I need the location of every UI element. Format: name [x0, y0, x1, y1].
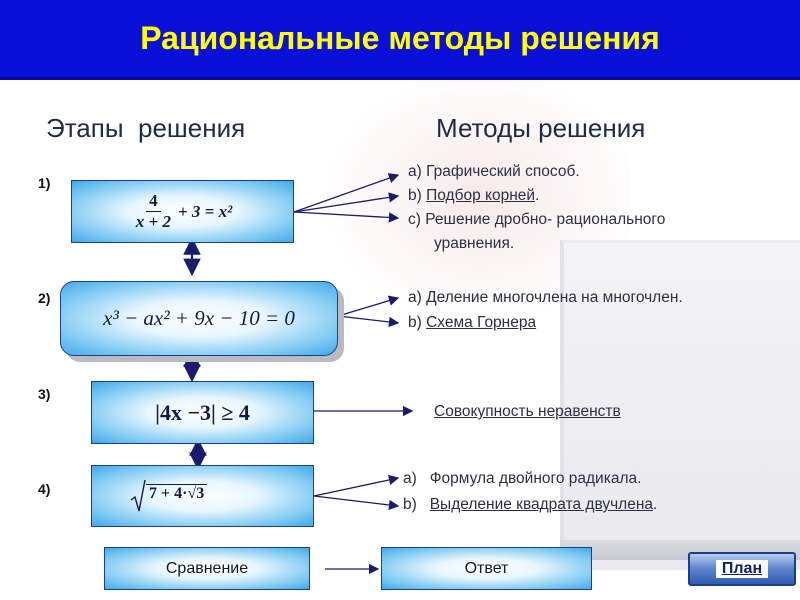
method-1c-text: Решение дробно- рационального — [425, 211, 666, 228]
step-1-denominator: x + 2 — [135, 212, 171, 231]
step-1-formula-box[interactable]: 4 x + 2 + 3 = x² — [71, 180, 294, 243]
header-bar: Рациональные методы решения — [0, 0, 800, 80]
arrow-4b — [313, 495, 400, 511]
page-title: Рациональные методы решения — [140, 20, 660, 56]
arrow-1c — [293, 211, 400, 223]
step-1-formula: 4 x + 2 + 3 = x² — [133, 191, 232, 232]
step-2-formula: x³ − ax² + 9x − 10 = 0 — [103, 306, 295, 330]
step-3-formula: |4x −3| ≥ 4 — [155, 399, 250, 425]
method-1a: а) Графический способ. — [408, 163, 580, 181]
step-3-formula-box[interactable]: |4x −3| ≥ 4 — [91, 381, 314, 444]
method-2a-prefix: а) — [408, 289, 422, 306]
method-1c-cont: уравнения. — [434, 235, 515, 252]
method-2b-link[interactable]: Схема Горнера — [426, 314, 537, 331]
methods-heading: Методы решения — [436, 113, 646, 143]
stages-heading: Этапы решения — [46, 113, 246, 143]
radical-sign-icon — [130, 479, 146, 512]
arrow-2b — [337, 315, 400, 328]
step-number-3: 3) — [38, 386, 51, 402]
step-4-formula: 7 + 4·√3 — [130, 478, 208, 514]
method-1b-suffix: . — [535, 187, 540, 204]
method-3-link[interactable]: Совокупность неравенств — [434, 403, 621, 420]
step-4-radicand: 7 + 4·√3 — [146, 483, 208, 503]
method-4b-link[interactable]: Выделение квадрата двучлена — [429, 496, 654, 513]
method-1b-prefix: b) — [408, 187, 422, 204]
step-number-4: 4) — [38, 481, 51, 497]
method-2a: а) Деление многочлена на многочлен. — [408, 289, 683, 307]
method-4a-text: Формула двойного радикала. — [429, 470, 642, 487]
plan-button[interactable]: План — [688, 552, 796, 586]
step-4-formula-box[interactable]: 7 + 4·√3 — [91, 465, 314, 527]
method-1b-link[interactable]: Подбор корней — [426, 187, 536, 204]
compare-button[interactable]: Сравнение — [104, 547, 310, 590]
arrow-1a — [293, 173, 400, 213]
answer-button[interactable]: Ответ — [381, 547, 592, 590]
method-2b[interactable]: b) Схема Горнера — [408, 314, 536, 332]
arrow-2a — [337, 295, 400, 317]
step-number-1: 1) — [38, 175, 51, 191]
method-1c: с) Решение дробно- рационального — [408, 211, 665, 229]
method-4b-suffix: . — [653, 496, 658, 513]
background-whiteboard — [560, 240, 800, 570]
method-2a-text: Деление многочлена на многочлен. — [426, 289, 683, 306]
step-1-fraction: 4 x + 2 — [133, 191, 174, 232]
arrow-1b — [293, 192, 400, 213]
method-4b[interactable]: b) Выделение квадрата двучлена. — [403, 496, 657, 514]
method-1b[interactable]: b) Подбор корней. — [408, 187, 539, 205]
method-4a-prefix: а) — [403, 470, 417, 487]
method-1c-prefix: с) — [408, 211, 421, 228]
method-4a: а) Формула двойного радикала. — [403, 470, 641, 488]
method-4b-prefix: b) — [403, 496, 417, 513]
method-2b-prefix: b) — [408, 314, 422, 331]
arrow-4a — [313, 474, 400, 497]
step-number-2: 2) — [38, 290, 51, 306]
step-2-formula-box[interactable]: x³ − ax² + 9x − 10 = 0 — [60, 281, 338, 356]
method-1a-prefix: а) — [408, 163, 422, 180]
method-1a-text: Графический способ. — [426, 163, 580, 180]
plan-button-label: План — [715, 560, 769, 578]
step-1-numerator: 4 — [146, 191, 161, 212]
step-1-rest: + 3 = x² — [177, 201, 233, 221]
